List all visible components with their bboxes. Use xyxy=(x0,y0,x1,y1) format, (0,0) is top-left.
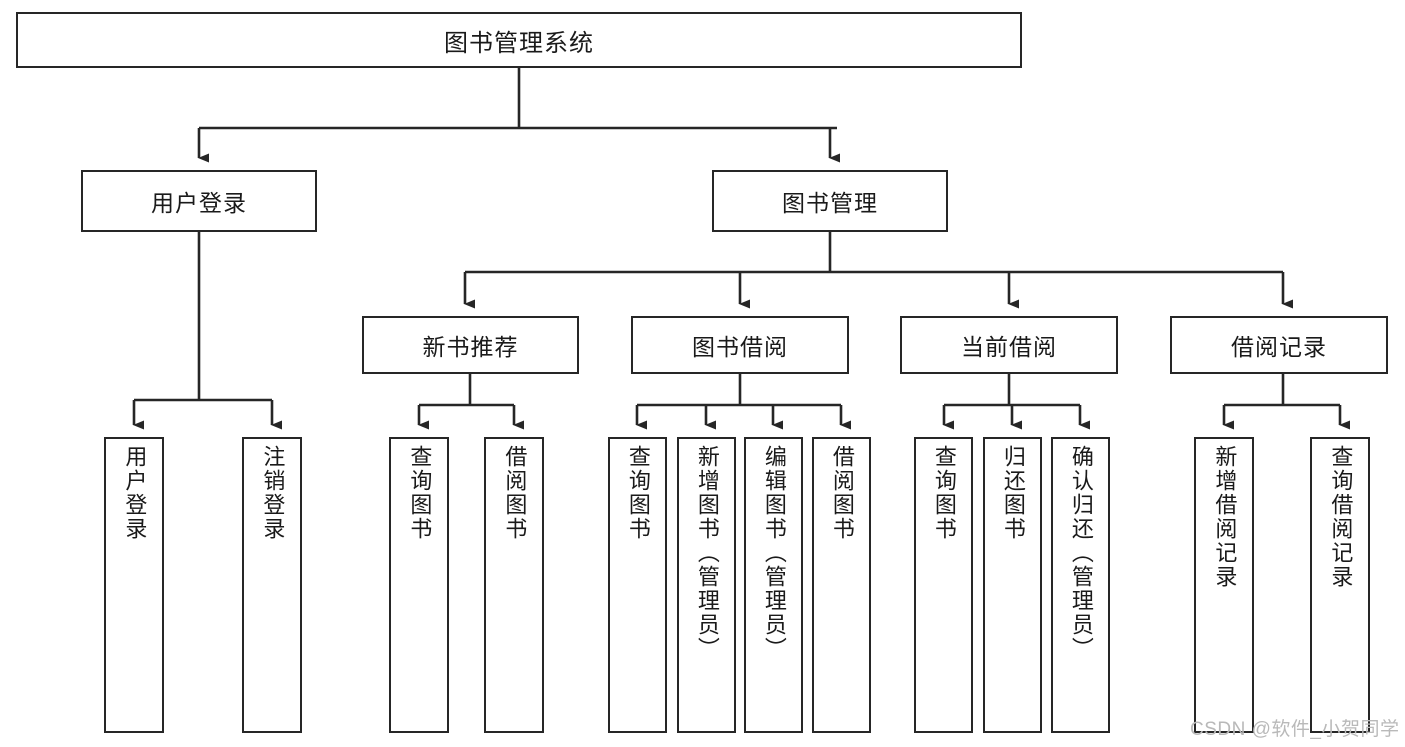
node-label: 用户登录 xyxy=(151,190,247,216)
leaf-query-book[interactable]: 查询图书 xyxy=(608,437,667,733)
leaf-confirm-return-admin[interactable]: 确认归还（管理员） xyxy=(1051,437,1110,733)
node-label: 查询图书 xyxy=(407,445,433,541)
node-current-borrow[interactable]: 当前借阅 xyxy=(900,316,1118,374)
leaf-query-book-current[interactable]: 查询图书 xyxy=(914,437,973,733)
node-label: 图书管理系统 xyxy=(444,29,594,57)
leaf-query-borrow-record[interactable]: 查询借阅记录 xyxy=(1310,437,1370,733)
node-label: 用户登录 xyxy=(122,445,148,541)
node-user-login[interactable]: 用户登录 xyxy=(81,170,317,232)
leaf-logout[interactable]: 注销登录 xyxy=(242,437,302,733)
csdn-watermark: CSDN @软件_小贺同学 xyxy=(1190,719,1400,740)
leaf-edit-book-admin[interactable]: 编辑图书（管理员） xyxy=(744,437,803,733)
node-new-book-recommend[interactable]: 新书推荐 xyxy=(362,316,579,374)
leaf-add-borrow-record[interactable]: 新增借阅记录 xyxy=(1194,437,1254,733)
node-book-borrow[interactable]: 图书借阅 xyxy=(631,316,849,374)
node-label: 查询图书 xyxy=(625,445,651,541)
node-book-management[interactable]: 图书管理 xyxy=(712,170,948,232)
node-label: 借阅图书 xyxy=(829,445,855,541)
node-label: 新增图书（管理员） xyxy=(694,445,720,661)
node-borrow-record[interactable]: 借阅记录 xyxy=(1170,316,1388,374)
node-label: 当前借阅 xyxy=(961,334,1057,360)
leaf-add-book-admin[interactable]: 新增图书（管理员） xyxy=(677,437,736,733)
leaf-user-login[interactable]: 用户登录 xyxy=(104,437,164,733)
leaf-query-book-new[interactable]: 查询图书 xyxy=(389,437,449,733)
node-label: 查询借阅记录 xyxy=(1328,445,1354,589)
node-root-system[interactable]: 图书管理系统 xyxy=(16,12,1022,68)
node-label: 图书借阅 xyxy=(692,334,788,360)
node-label: 借阅记录 xyxy=(1231,334,1327,360)
node-label: 借阅图书 xyxy=(502,445,528,541)
node-label: 查询图书 xyxy=(931,445,957,541)
leaf-return-book[interactable]: 归还图书 xyxy=(983,437,1042,733)
leaf-borrow-book-new[interactable]: 借阅图书 xyxy=(484,437,544,733)
leaf-borrow-book[interactable]: 借阅图书 xyxy=(812,437,871,733)
node-label: 新增借阅记录 xyxy=(1212,445,1238,589)
node-label: 编辑图书（管理员） xyxy=(761,445,787,661)
node-label: 确认归还（管理员） xyxy=(1068,445,1094,661)
node-label: 新书推荐 xyxy=(422,334,519,360)
node-label: 归还图书 xyxy=(1000,445,1026,541)
node-label: 图书管理 xyxy=(782,190,878,216)
node-label: 注销登录 xyxy=(260,445,286,541)
